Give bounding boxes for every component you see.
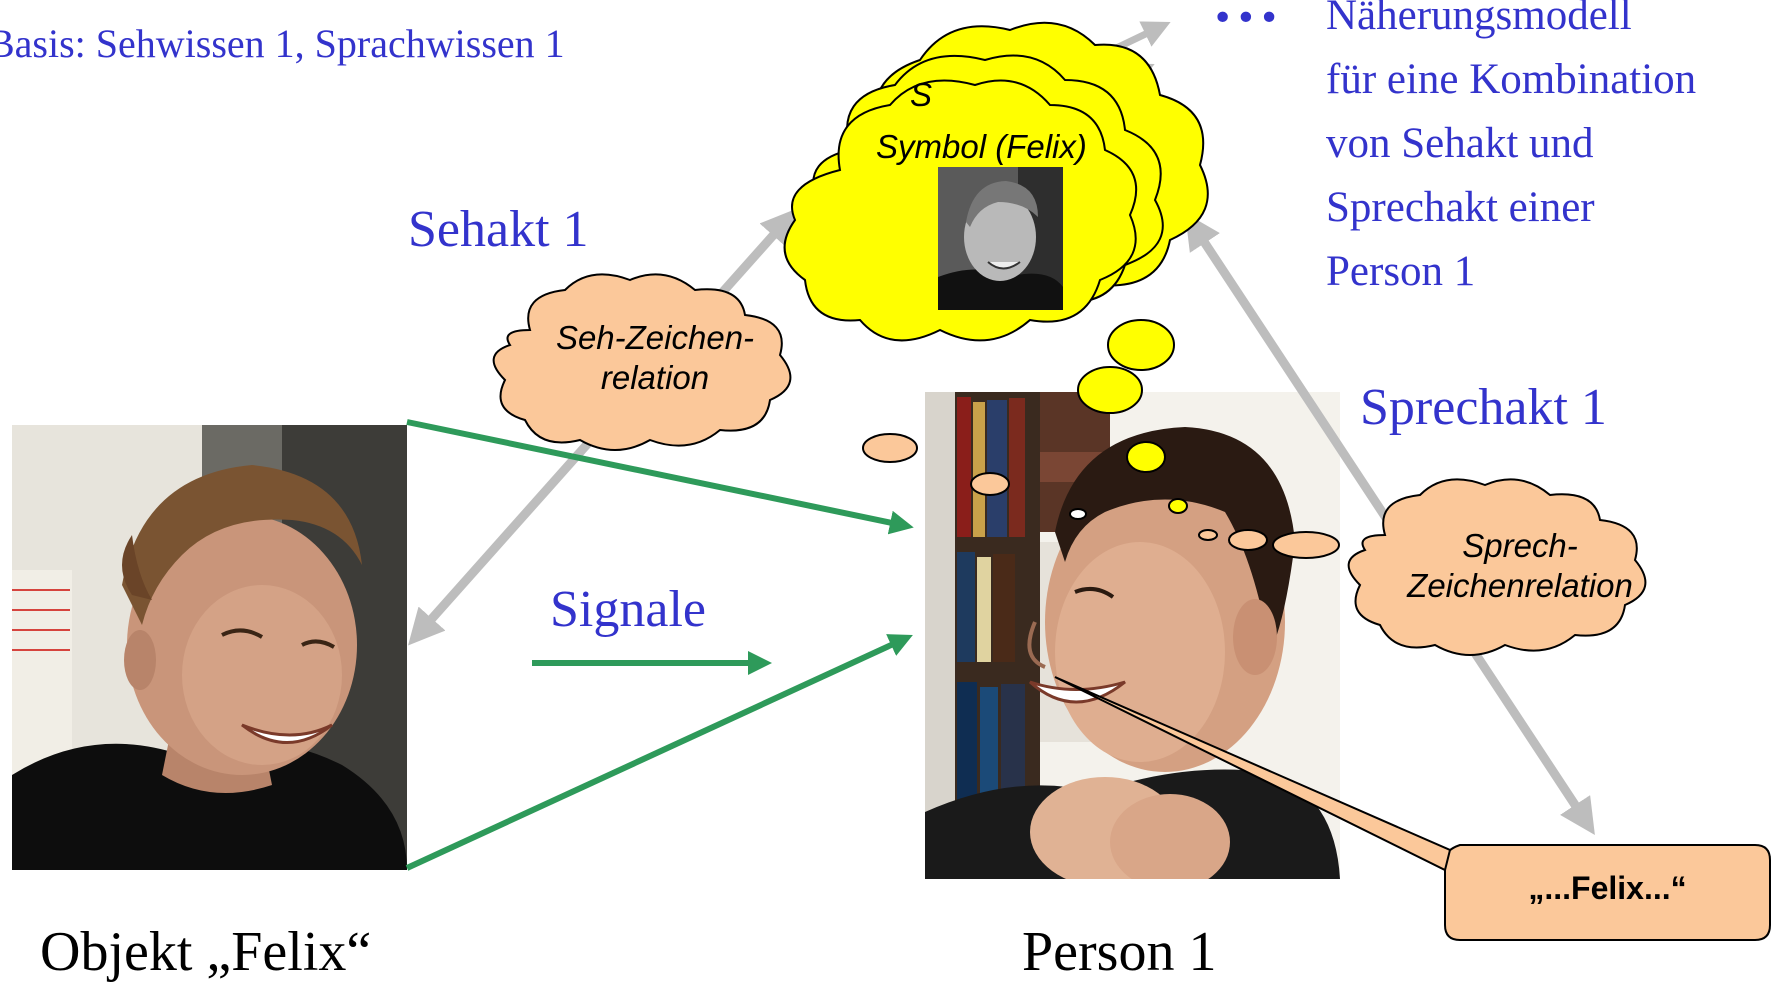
signal-arrow-bottom bbox=[405, 634, 913, 871]
sprechakt-label: Sprechakt 1 bbox=[1360, 379, 1607, 436]
sprech-zeichen-line-2: Zeichenrelation bbox=[1407, 567, 1633, 604]
signal-arrow-top bbox=[406, 419, 914, 535]
peach-bubble-2 bbox=[970, 472, 1010, 496]
symbol-felix-label: Symbol (Felix) bbox=[876, 128, 1087, 165]
peach-bubble-1 bbox=[862, 433, 918, 463]
thought-bubble-4 bbox=[1168, 498, 1188, 514]
peach-bubble-5 bbox=[1272, 531, 1340, 559]
thought-bubble-5 bbox=[1069, 508, 1087, 520]
objekt-label: Objekt „Felix“ bbox=[40, 921, 372, 983]
felix-photo bbox=[12, 425, 407, 870]
symbol-peek-letter: S bbox=[910, 76, 933, 113]
model-line-1: Näherungsmodell bbox=[1326, 0, 1632, 39]
sprech-zeichen-line-1: Sprech- bbox=[1462, 527, 1578, 564]
sprech-zeichen-text: Sprech- Zeichenrelation bbox=[1380, 526, 1660, 606]
sehakt-label: Sehakt 1 bbox=[408, 201, 589, 258]
sprech-zeichen-cloud bbox=[1347, 478, 1647, 656]
seh-zeichen-line-1: Seh-Zeichen- bbox=[555, 319, 755, 356]
seh-zeichen-cloud bbox=[492, 273, 792, 451]
thought-bubble-1 bbox=[1107, 319, 1175, 371]
peach-bubble-3 bbox=[1198, 529, 1218, 541]
seh-zeichen-text: Seh-Zeichen- relation bbox=[540, 318, 770, 398]
model-line-4: Sprechakt einer bbox=[1326, 184, 1595, 231]
symbol-felix-photo bbox=[938, 167, 1063, 310]
thought-bubble-2 bbox=[1077, 366, 1143, 414]
basis-title: Basis: Sehwissen 1, Sprachwissen 1 bbox=[0, 21, 565, 66]
model-description: Näherungsmodell für eine Kombination von… bbox=[1326, 0, 1696, 304]
peach-bubble-4 bbox=[1228, 529, 1268, 551]
person-label: Person 1 bbox=[1022, 921, 1217, 983]
model-line-3: von Sehakt und bbox=[1326, 120, 1594, 167]
thought-bubble-3 bbox=[1126, 441, 1166, 473]
model-line-2: für eine Kombination bbox=[1326, 56, 1697, 103]
speech-bubble-text: „...Felix...“ bbox=[1528, 870, 1687, 906]
speech-bubble-tail bbox=[1054, 676, 1452, 872]
signale-label: Signale bbox=[550, 581, 706, 638]
ellipsis-dots: ••• bbox=[1212, 0, 1282, 39]
model-line-5: Person 1 bbox=[1326, 248, 1476, 295]
seh-zeichen-line-2: relation bbox=[600, 359, 710, 396]
